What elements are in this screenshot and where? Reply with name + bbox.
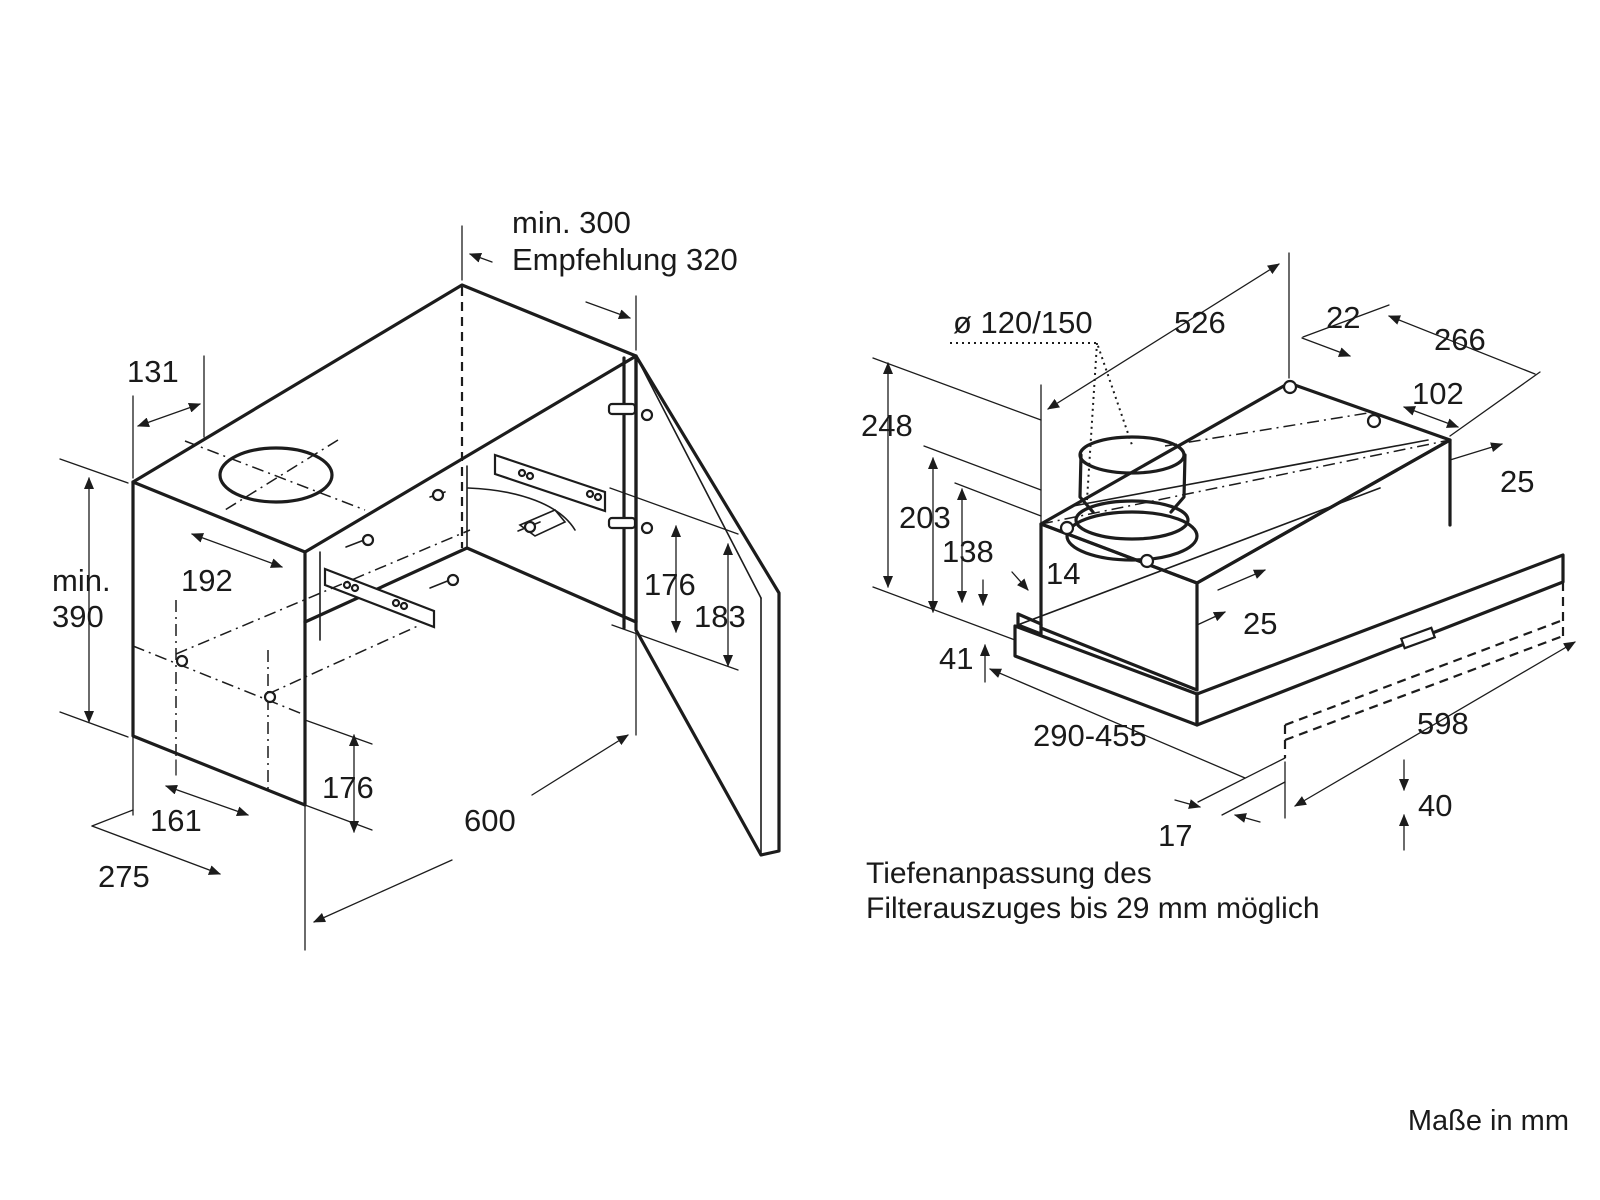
dim-138: 138 bbox=[942, 534, 994, 569]
dim-40: 40 bbox=[1418, 788, 1452, 823]
dim-height-value: 390 bbox=[52, 599, 104, 634]
dim-depth-min: min. 300 bbox=[512, 205, 631, 240]
dim-183: 183 bbox=[694, 599, 746, 634]
dim-275: 275 bbox=[98, 859, 150, 894]
cabinet-carcass bbox=[131, 283, 638, 807]
hood-body bbox=[1016, 381, 1452, 692]
hood-dimension-lines bbox=[872, 252, 1576, 851]
cabinet-dimension-lines bbox=[59, 225, 739, 951]
dim-203: 203 bbox=[899, 500, 951, 535]
dim-600: 600 bbox=[464, 803, 516, 838]
dim-176-bottom: 176 bbox=[322, 770, 374, 805]
duct-cutout bbox=[184, 439, 366, 511]
mounting-brackets bbox=[323, 402, 654, 629]
dim-25-right: 25 bbox=[1500, 464, 1534, 499]
dim-41: 41 bbox=[939, 641, 973, 676]
duct-connector bbox=[1059, 379, 1382, 569]
dim-depth-recommended: Empfehlung 320 bbox=[512, 242, 738, 277]
dim-131: 131 bbox=[127, 354, 179, 389]
dim-14: 14 bbox=[1046, 556, 1080, 591]
dim-duct-diameter: ø 120/150 bbox=[953, 305, 1093, 340]
dim-290-455: 290-455 bbox=[1033, 718, 1147, 753]
dim-25-front: 25 bbox=[1243, 606, 1277, 641]
dim-248: 248 bbox=[861, 408, 913, 443]
cabinet-drawing: min. 300 Empfehlung 320 131 192 min. 390… bbox=[52, 205, 781, 951]
dim-266: 266 bbox=[1434, 322, 1486, 357]
dim-526: 526 bbox=[1174, 305, 1226, 340]
dim-17: 17 bbox=[1158, 818, 1192, 853]
dim-598: 598 bbox=[1417, 706, 1469, 741]
units-note: Maße in mm bbox=[1408, 1105, 1569, 1137]
dim-102: 102 bbox=[1412, 376, 1464, 411]
dim-height-label: min. bbox=[52, 563, 111, 598]
diameter-leader bbox=[950, 342, 1134, 449]
dim-176-side: 176 bbox=[644, 567, 696, 602]
filter-note-line2: Filterauszuges bis 29 mm möglich bbox=[866, 892, 1320, 925]
hood-drawing: ø 120/150 526 22 266 102 25 248 203 138 … bbox=[861, 252, 1576, 925]
cabinet-door bbox=[634, 354, 781, 857]
dim-22: 22 bbox=[1326, 300, 1360, 335]
dim-161: 161 bbox=[150, 803, 202, 838]
dim-192: 192 bbox=[181, 563, 233, 598]
filter-note-line1: Tiefenanpassung des bbox=[866, 857, 1152, 890]
